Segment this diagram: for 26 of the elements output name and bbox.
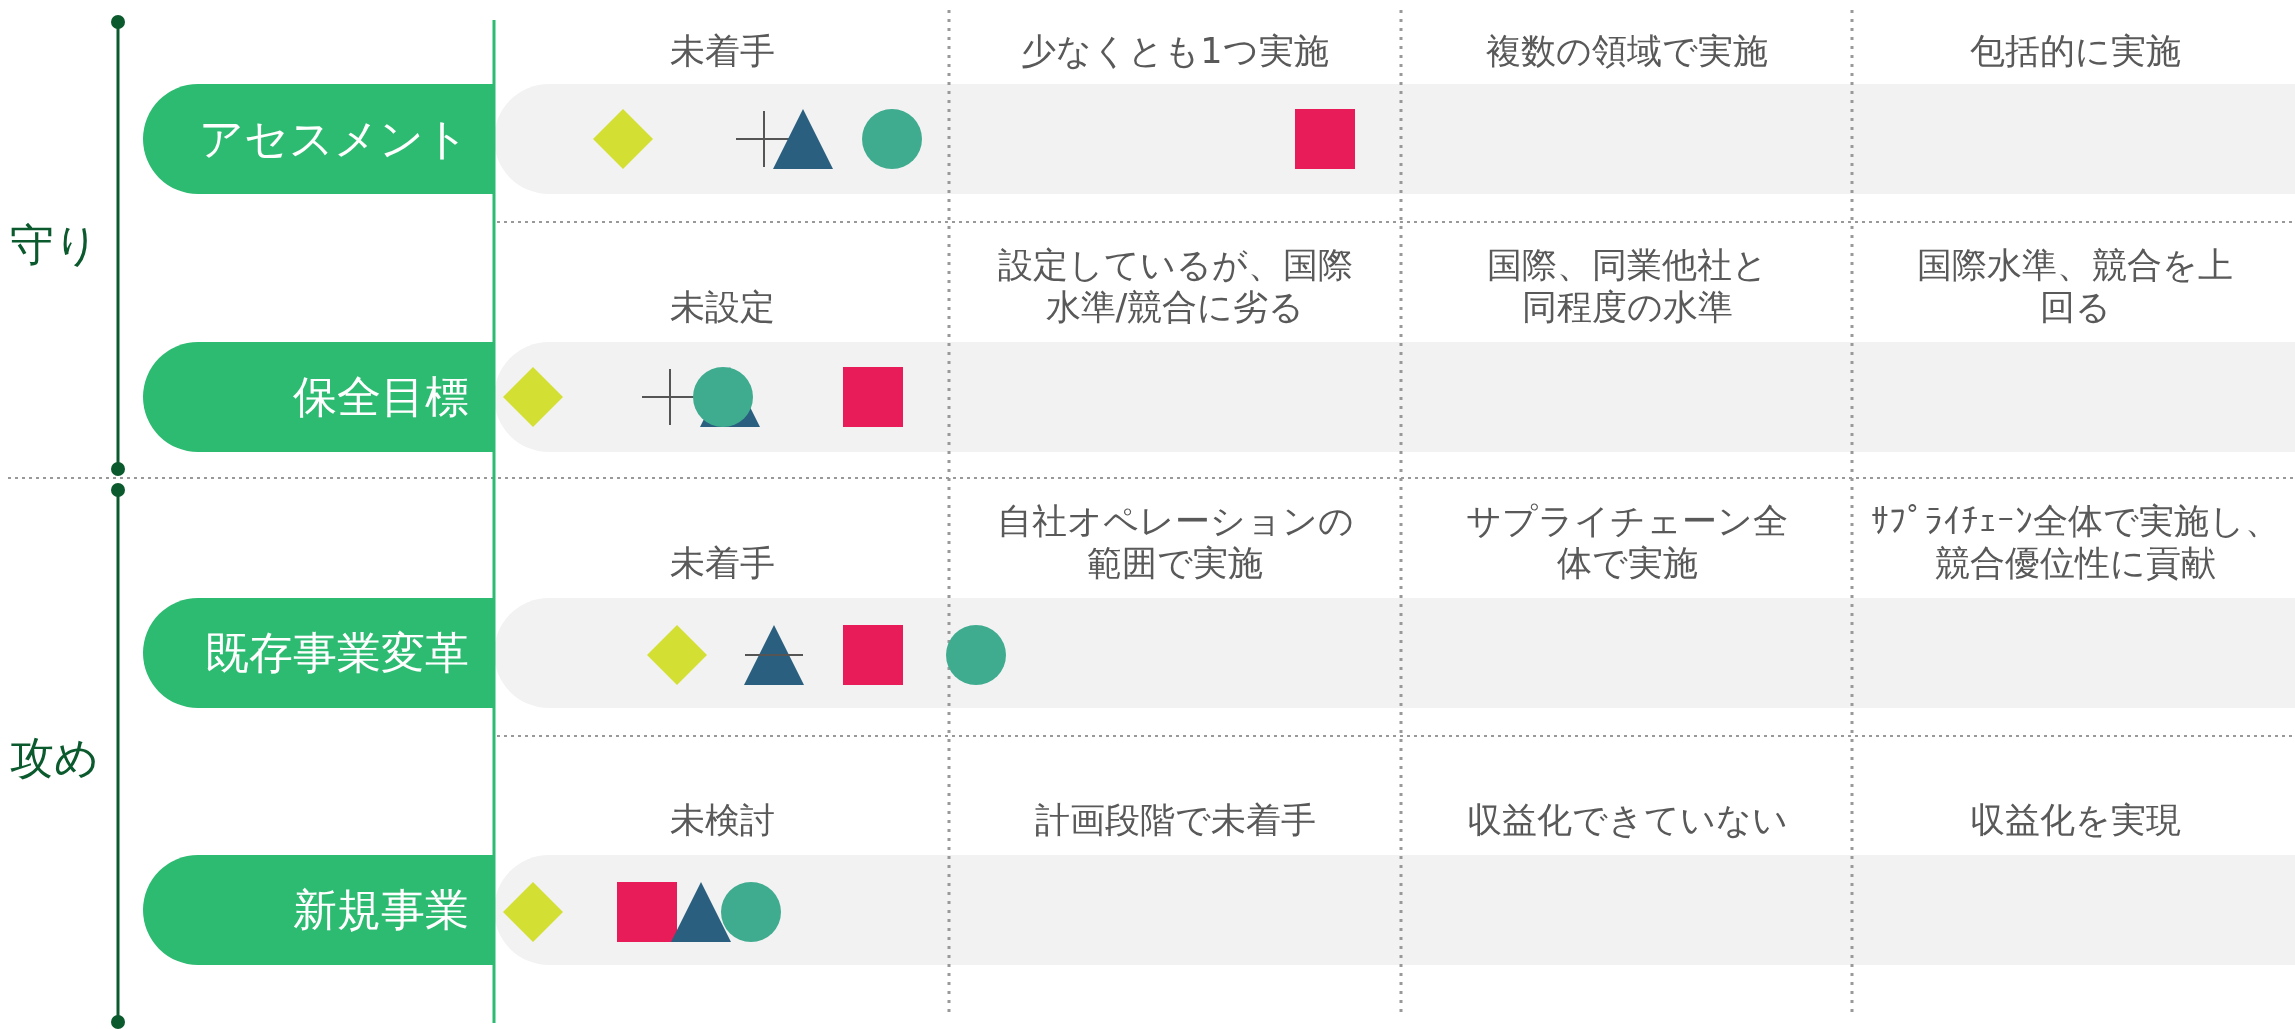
level-label: 収益化を実現: [1968, 799, 2182, 841]
row-header-pill: [143, 342, 495, 452]
group-label: 守り: [10, 220, 99, 270]
level-label: 少なくとも1つ実施: [1020, 30, 1330, 72]
level-label: 計画段階で未着手: [1033, 799, 1317, 841]
level-label: サプライチェーン全体で実施: [1465, 500, 1789, 584]
level-label: 複数の領域で実施: [1485, 30, 1769, 72]
group-label: 攻め: [10, 733, 99, 783]
level-label: 国際水準、競合を上回る: [1916, 244, 2234, 328]
row-header-pill: [143, 598, 495, 708]
row-header-pill: [143, 855, 495, 965]
row-header-pill: [143, 84, 495, 194]
level-label: 未設定: [668, 286, 776, 328]
row-label: 既存事業変革: [205, 625, 469, 680]
level-label: 未検討: [668, 799, 776, 841]
level-label: 未着手: [668, 542, 776, 584]
level-label: 未着手: [668, 30, 776, 72]
level-label: 設定しているが、国際水準/競合に劣る: [996, 244, 1354, 328]
level-label: 包括的に実施: [1968, 30, 2182, 72]
level-label: 国際、同業他社と同程度の水準: [1485, 244, 1769, 328]
level-label: 収益化できていない: [1465, 799, 1789, 841]
row-label: アセスメント: [199, 111, 469, 166]
level-label: 自社オペレーションの範囲で実施: [995, 500, 1355, 584]
level-label: ｻﾌﾟﾗｲﾁｪｰﾝ全体で実施し、競合優位性に貢献: [1870, 500, 2280, 584]
row-label: 保全目標: [293, 369, 469, 424]
row-label: 新規事業: [293, 882, 469, 937]
